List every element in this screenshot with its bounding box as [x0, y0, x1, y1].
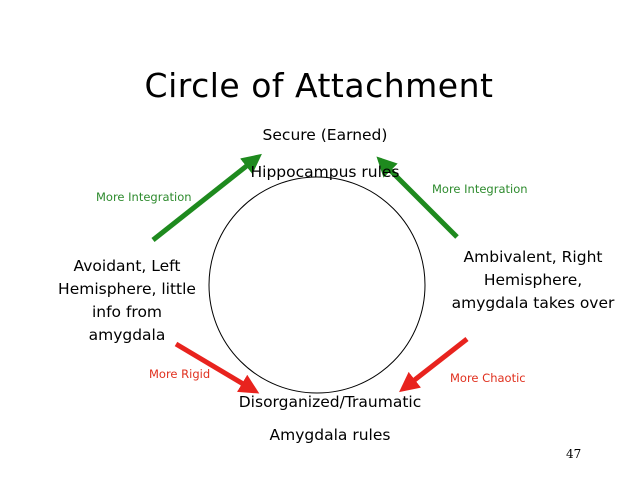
- arrow-ambivalent-to-secure: [376, 156, 459, 239]
- amygdala-label: Amygdala rules: [269, 426, 391, 444]
- slide-title: Circle of Attachment: [144, 66, 494, 105]
- rigid-label: More Rigid: [149, 367, 211, 381]
- attachment-circle: [208, 176, 426, 394]
- arrow-avoidant-to-disorganized: [174, 341, 260, 394]
- page-number: 47: [566, 447, 582, 461]
- arrow-ambivalent-to-disorganized: [399, 337, 469, 393]
- hippocampus-label: Hippocampus rules: [250, 163, 400, 181]
- avoidant-label: Avoidant, Left Hemisphere, little info f…: [58, 257, 196, 344]
- disorganized-label: Disorganized/Traumatic: [238, 393, 422, 411]
- integration-label-left: More Integration: [96, 190, 192, 204]
- ambivalent-label: Ambivalent, Right Hemisphere, amygdala t…: [451, 248, 615, 312]
- secure-label: Secure (Earned): [262, 126, 388, 144]
- chaotic-label: More Chaotic: [450, 371, 526, 385]
- arrow-avoidant-to-secure: [151, 153, 262, 242]
- integration-label-right: More Integration: [432, 182, 528, 196]
